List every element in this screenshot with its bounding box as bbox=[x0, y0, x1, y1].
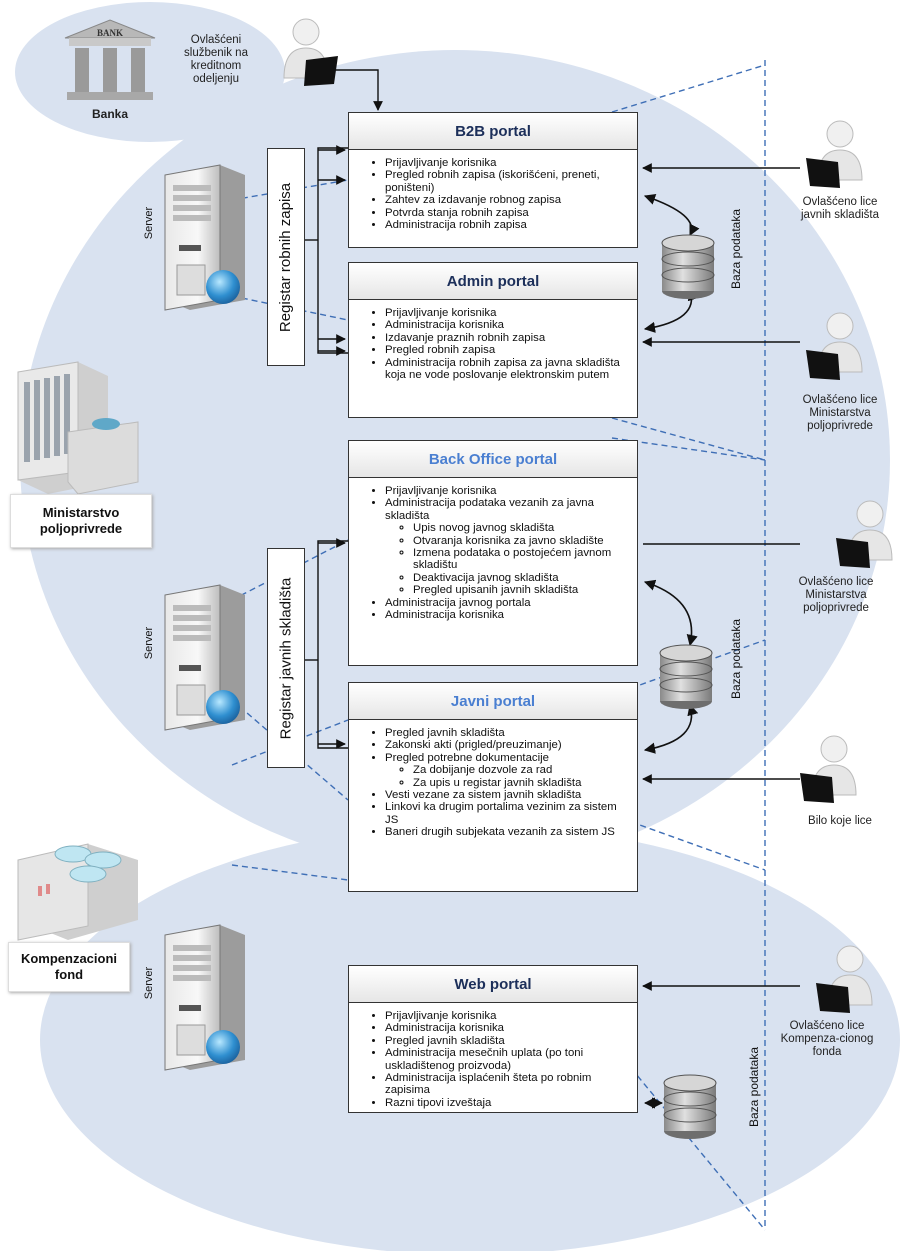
register-robnih-zapisa: Registar robnih zapisa bbox=[267, 148, 305, 366]
list-item: Zakonski akti (prigled/preuzimanje) bbox=[385, 739, 631, 751]
list-subitem: Deaktivacija javnog skladišta bbox=[413, 572, 631, 584]
list-item: Izdavanje praznih robnih zapisa bbox=[385, 332, 631, 344]
list-item: Baneri drugih subjekata vezanih za siste… bbox=[385, 826, 631, 838]
list-item: Prijavljivanje korisnika bbox=[385, 307, 631, 319]
register-arrows bbox=[318, 145, 346, 548]
list-item: Vesti vezane za sistem javnih skladišta bbox=[385, 789, 631, 801]
fund-label: Kompenzacioni fond bbox=[8, 942, 130, 992]
database-label: Baza podataka bbox=[729, 208, 744, 290]
list-item: Razni tipovi izveštaja bbox=[385, 1097, 631, 1109]
actor-arrows bbox=[330, 69, 800, 991]
database-label: Baza podataka bbox=[729, 618, 744, 700]
b2b-portal: B2B portal Prijavljivanje korisnika Preg… bbox=[348, 112, 638, 248]
portal-title: Javni portal bbox=[349, 683, 637, 720]
list-item: Administracija mesečnih uplata (po toni … bbox=[385, 1047, 631, 1072]
list-item: Administracija podataka vezanih za javna… bbox=[385, 497, 631, 596]
portal-feature-list: Prijavljivanje korisnika Pregled robnih … bbox=[349, 150, 637, 231]
list-item: Linkovi ka drugim portalima vezinim za s… bbox=[385, 801, 631, 826]
web-portal: Web portal Prijavljivanje korisnika Admi… bbox=[348, 965, 638, 1113]
actor-label: Ovlašćeno lice Ministarstva poljoprivred… bbox=[802, 394, 878, 432]
list-item: Prijavljivanje korisnika bbox=[385, 1010, 631, 1022]
portal-feature-list: Prijavljivanje korisnika Administracija … bbox=[349, 478, 637, 621]
bank-sign: BANK bbox=[97, 28, 123, 38]
person-laptop-icon bbox=[283, 18, 338, 86]
admin-portal: Admin portal Prijavljivanje korisnika Ad… bbox=[348, 262, 638, 418]
list-item: Administracija korisnika bbox=[385, 1022, 631, 1034]
server-label: Server bbox=[143, 966, 156, 1000]
person-laptop-icon bbox=[800, 735, 857, 803]
javni-portal: Javni portal Pregled javnih skladišta Za… bbox=[348, 682, 638, 892]
actor-label: Ovlašćeno lice Kompenza-cionog fonda bbox=[780, 1020, 874, 1058]
portal-feature-list: Prijavljivanje korisnika Administracija … bbox=[349, 300, 637, 381]
server-icon bbox=[164, 924, 245, 1071]
person-laptop-icon bbox=[816, 945, 873, 1013]
back-office-portal: Back Office portal Prijavljivanje korisn… bbox=[348, 440, 638, 666]
actor-label: Ovlašćeno lice Ministarstva poljoprivred… bbox=[798, 576, 874, 614]
list-item: Administracija robnih zapisa bbox=[385, 219, 631, 231]
bank-officer-label: Ovlašćeni službenik na kreditnom odeljen… bbox=[184, 34, 248, 85]
portal-title: B2B portal bbox=[349, 113, 637, 150]
person-laptop-icon bbox=[806, 312, 863, 380]
list-item: Prijavljivanje korisnika bbox=[385, 157, 631, 169]
list-item: Prijavljivanje korisnika bbox=[385, 485, 631, 497]
bank-building-icon bbox=[64, 19, 156, 100]
bank-label: Banka bbox=[91, 107, 129, 121]
server-label: Server bbox=[143, 206, 156, 240]
list-item: Administracija javnog portala bbox=[385, 597, 631, 609]
list-subitem: Za dobijanje dozvole za rad bbox=[413, 764, 631, 776]
portal-feature-list: Pregled javnih skladišta Zakonski akti (… bbox=[349, 720, 637, 839]
list-item: Potvrda stanja robnih zapisa bbox=[385, 207, 631, 219]
list-item: Pregled javnih skladišta bbox=[385, 1035, 631, 1047]
database-icon bbox=[663, 1074, 717, 1139]
list-item: Pregled robnih zapisa (iskorišćeni, pren… bbox=[385, 169, 631, 194]
portal-title: Admin portal bbox=[349, 263, 637, 300]
list-item: Pregled javnih skladišta bbox=[385, 727, 631, 739]
database-icon bbox=[661, 234, 715, 299]
portal-feature-list: Prijavljivanje korisnika Administracija … bbox=[349, 1003, 637, 1109]
list-item: Administracija isplaćenih šteta po robni… bbox=[385, 1072, 631, 1097]
list-item: Administracija korisnika bbox=[385, 319, 631, 331]
actor-label: Ovlašćeno lice javnih skladišta bbox=[801, 196, 879, 221]
fund-building-icon bbox=[17, 843, 138, 941]
register-javnih-skladista: Registar javnih skladišta bbox=[267, 548, 305, 768]
list-subitem: Izmena podataka o postojećem javnom skla… bbox=[413, 547, 631, 572]
database-label: Baza podataka bbox=[747, 1046, 762, 1128]
ministry-building-icon bbox=[17, 361, 139, 495]
list-item: Administracija robnih zapisa za javna sk… bbox=[385, 357, 631, 382]
portal-title: Back Office portal bbox=[349, 441, 637, 478]
person-laptop-icon bbox=[806, 120, 863, 188]
server-icon bbox=[164, 584, 245, 731]
portal-title: Web portal bbox=[349, 966, 637, 1003]
list-subitem: Za upis u registar javnih skladišta bbox=[413, 777, 631, 789]
list-item: Pregled potrebne dokumentacije Za dobija… bbox=[385, 752, 631, 789]
server-icon bbox=[164, 164, 245, 311]
list-subitem: Pregled upisanih javnih skladišta bbox=[413, 584, 631, 596]
person-laptop-icon bbox=[836, 500, 893, 568]
list-item: Zahtev za izdavanje robnog zapisa bbox=[385, 194, 631, 206]
ministry-label: Ministarstvo poljoprivrede bbox=[10, 494, 152, 548]
database-icon bbox=[659, 644, 713, 709]
list-subitem: Upis novog javnog skladišta bbox=[413, 522, 631, 534]
list-item: Administracija korisnika bbox=[385, 609, 631, 621]
actor-label: Bilo koje lice bbox=[808, 815, 872, 827]
list-item: Pregled robnih zapisa bbox=[385, 344, 631, 356]
list-subitem: Otvaranja korisnika za javno skladište bbox=[413, 535, 631, 547]
register-connectors bbox=[305, 147, 348, 749]
server-label: Server bbox=[143, 626, 156, 660]
